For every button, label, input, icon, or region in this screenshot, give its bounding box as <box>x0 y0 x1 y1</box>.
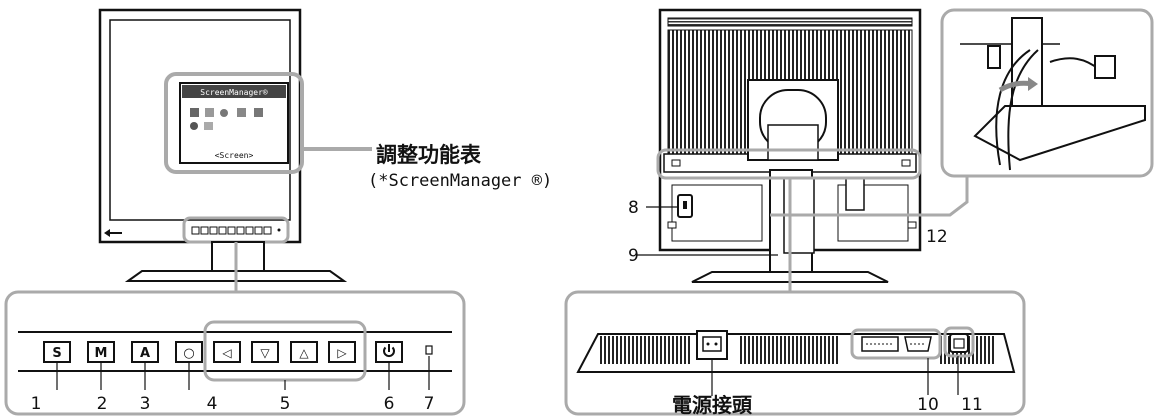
callout-number-5: 5 <box>280 394 291 414</box>
front-button-panel: S M A ○ ◁ ▽ △ ▷ <box>4 290 466 416</box>
button-left[interactable]: ◁ <box>213 341 241 363</box>
callout-number-3: 3 <box>140 394 151 414</box>
up-arrow-icon: △ <box>299 346 309 360</box>
button-power[interactable] <box>375 341 403 363</box>
callout-number-4: 4 <box>207 394 218 414</box>
logo-arrow-icon <box>104 229 110 237</box>
button-m[interactable]: M <box>87 341 115 363</box>
front-mini-buttons <box>191 226 281 235</box>
dsub-port[interactable] <box>904 336 932 352</box>
down-arrow-icon: ▽ <box>260 346 270 360</box>
label-lock: 8 <box>628 198 639 218</box>
callout-number-2: 2 <box>97 394 108 414</box>
label-usb-port: 11 <box>961 395 983 415</box>
label-stand: 9 <box>628 246 639 266</box>
button-enter[interactable]: ○ <box>175 341 203 363</box>
power-connector[interactable] <box>696 330 728 360</box>
button-up[interactable]: △ <box>290 341 318 363</box>
callout-number-7: 7 <box>424 394 435 414</box>
power-icon <box>383 344 395 357</box>
button-a-label: A <box>140 346 150 361</box>
button-down[interactable]: ▽ <box>251 341 279 363</box>
osd-caption: <Screen> <box>215 151 254 160</box>
label-cable-holder: 12 <box>926 227 948 247</box>
button-s[interactable]: S <box>43 341 71 363</box>
right-arrow-icon: ▷ <box>337 346 347 360</box>
button-m-label: M <box>95 346 108 361</box>
callout-number-1: 1 <box>31 394 42 414</box>
video-port-callout <box>850 328 942 360</box>
osd-menu: ScreenManager® <Screen> <box>179 82 289 164</box>
dvi-port[interactable] <box>861 336 899 352</box>
cable-holder-inset <box>940 8 1154 178</box>
menu-subtitle: (*ScreenManager ®) <box>368 171 552 191</box>
button-s-label: S <box>52 346 61 361</box>
front-stand-neck <box>211 241 265 273</box>
left-arrow-icon: ◁ <box>221 346 231 360</box>
rear-connector-panel: 電源接頭 10 11 <box>564 290 1026 417</box>
button-enter-label: ○ <box>183 346 194 361</box>
button-a[interactable]: A <box>131 341 159 363</box>
label-power-connector: 電源接頭 <box>672 393 753 417</box>
front-monitor: ScreenManager® <Screen> 調整功能表 (*ScreenMa… <box>98 8 552 292</box>
osd-callout-frame <box>164 72 304 174</box>
label-video-ports: 10 <box>917 395 939 415</box>
usb-port[interactable] <box>949 333 969 353</box>
cable-holder-callout-line <box>770 177 969 217</box>
button-right[interactable]: ▷ <box>328 341 356 363</box>
menu-title: 調整功能表 <box>376 143 482 167</box>
rear-monitor: 8 9 12 <box>628 8 969 292</box>
usb-port-callout <box>943 326 975 358</box>
osd-title: ScreenManager® <box>200 88 268 97</box>
power-indicator <box>425 345 433 355</box>
callout-number-6: 6 <box>384 394 395 414</box>
